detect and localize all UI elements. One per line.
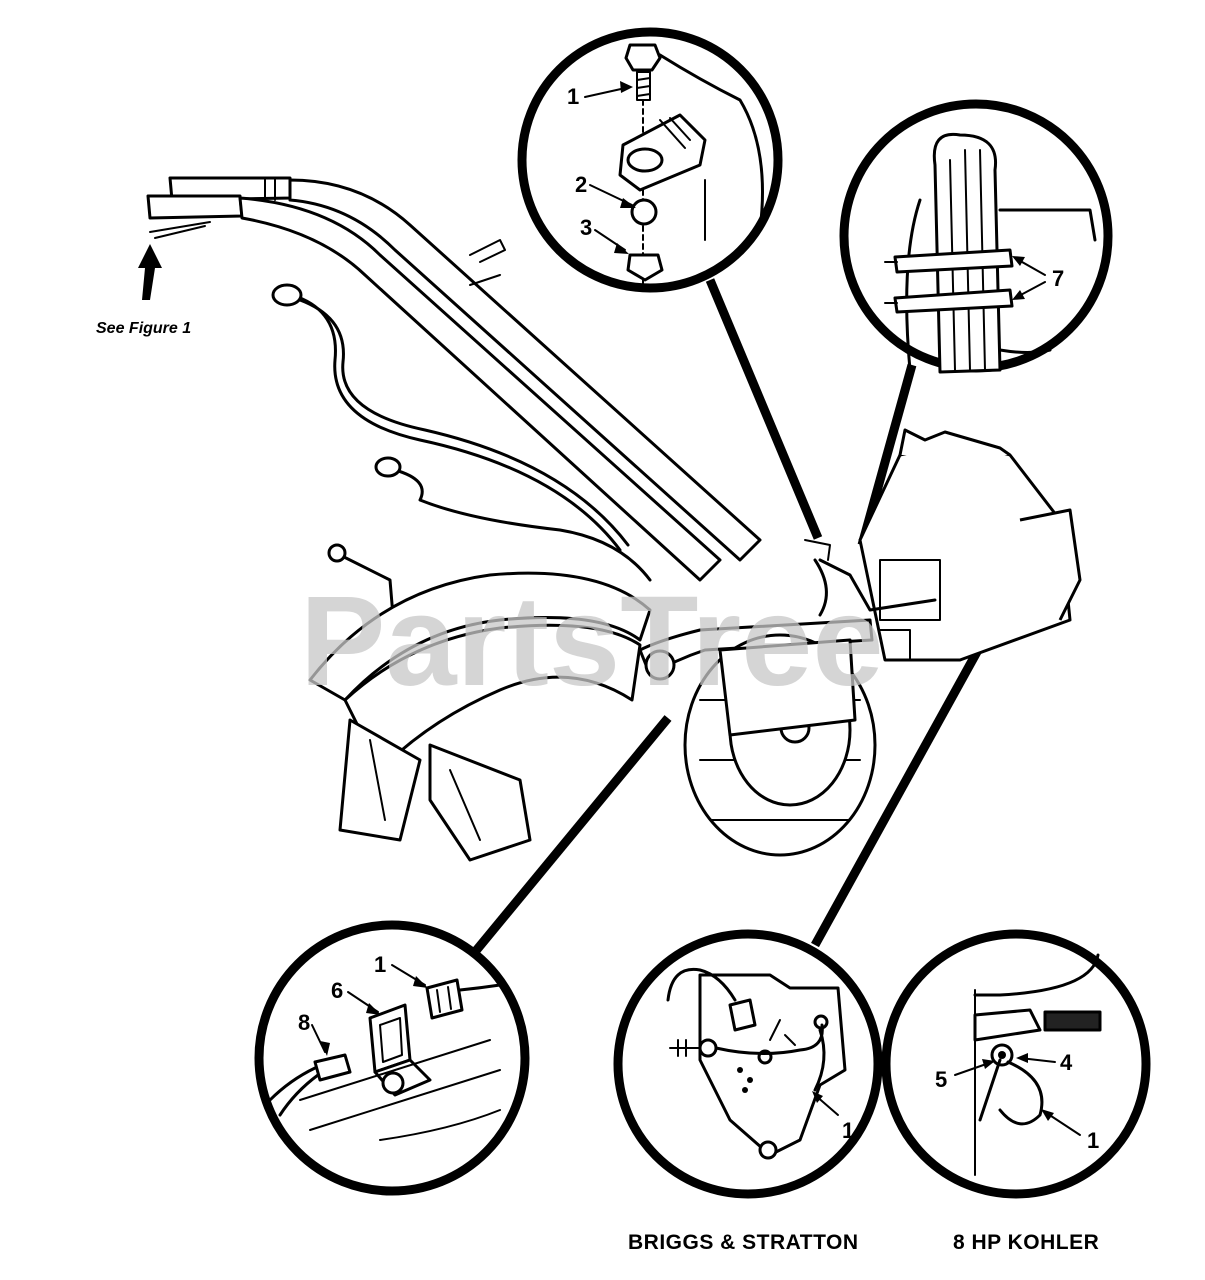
callout-7: 7 xyxy=(1052,266,1064,291)
watermark-logo: PartsTree xyxy=(300,570,884,713)
detail-circle-top: 1 2 3 xyxy=(517,27,783,293)
callout-6: 6 xyxy=(331,978,343,1003)
detail-circle-kohler: 4 5 1 xyxy=(881,929,1151,1199)
tiller-main-view xyxy=(146,176,1082,862)
leader-lower-left-detail xyxy=(466,715,672,961)
tine-hood xyxy=(308,571,652,702)
leader-top-detail xyxy=(705,278,823,540)
callout-1-lower-left: 1 xyxy=(374,952,386,977)
callout-1-kohler: 1 xyxy=(1087,1128,1099,1153)
handle-grip-lower xyxy=(146,194,244,220)
callout-5: 5 xyxy=(935,1067,947,1092)
see-figure-label: See Figure 1 xyxy=(96,320,191,337)
handlebar-lower xyxy=(238,196,722,582)
tines xyxy=(338,718,422,842)
callout-2-top: 2 xyxy=(575,172,587,197)
transmission-housing xyxy=(718,638,857,737)
callout-3-top: 3 xyxy=(580,215,592,240)
see-figure-note: See Figure 1 xyxy=(96,244,191,337)
caption-briggs-stratton: BRIGGS & STRATTON xyxy=(628,1231,859,1254)
control-cable-lower xyxy=(393,468,652,582)
handlebar-upper xyxy=(288,178,762,562)
caption-8hp-kohler: 8 HP KOHLER xyxy=(953,1231,1099,1254)
callout-1-briggs: 1 xyxy=(842,1118,854,1143)
control-cable-upper xyxy=(290,293,622,552)
leader-briggs-detail xyxy=(811,629,992,948)
detail-circle-lower-left: 1 6 8 xyxy=(254,920,530,1196)
callout-4: 4 xyxy=(1060,1050,1073,1075)
callout-8: 8 xyxy=(298,1010,310,1035)
detail-circle-right: 7 xyxy=(839,99,1113,374)
detail-circle-briggs: 1 xyxy=(613,929,883,1199)
callout-1-top: 1 xyxy=(567,84,579,109)
see-figure-arrow xyxy=(138,244,162,300)
